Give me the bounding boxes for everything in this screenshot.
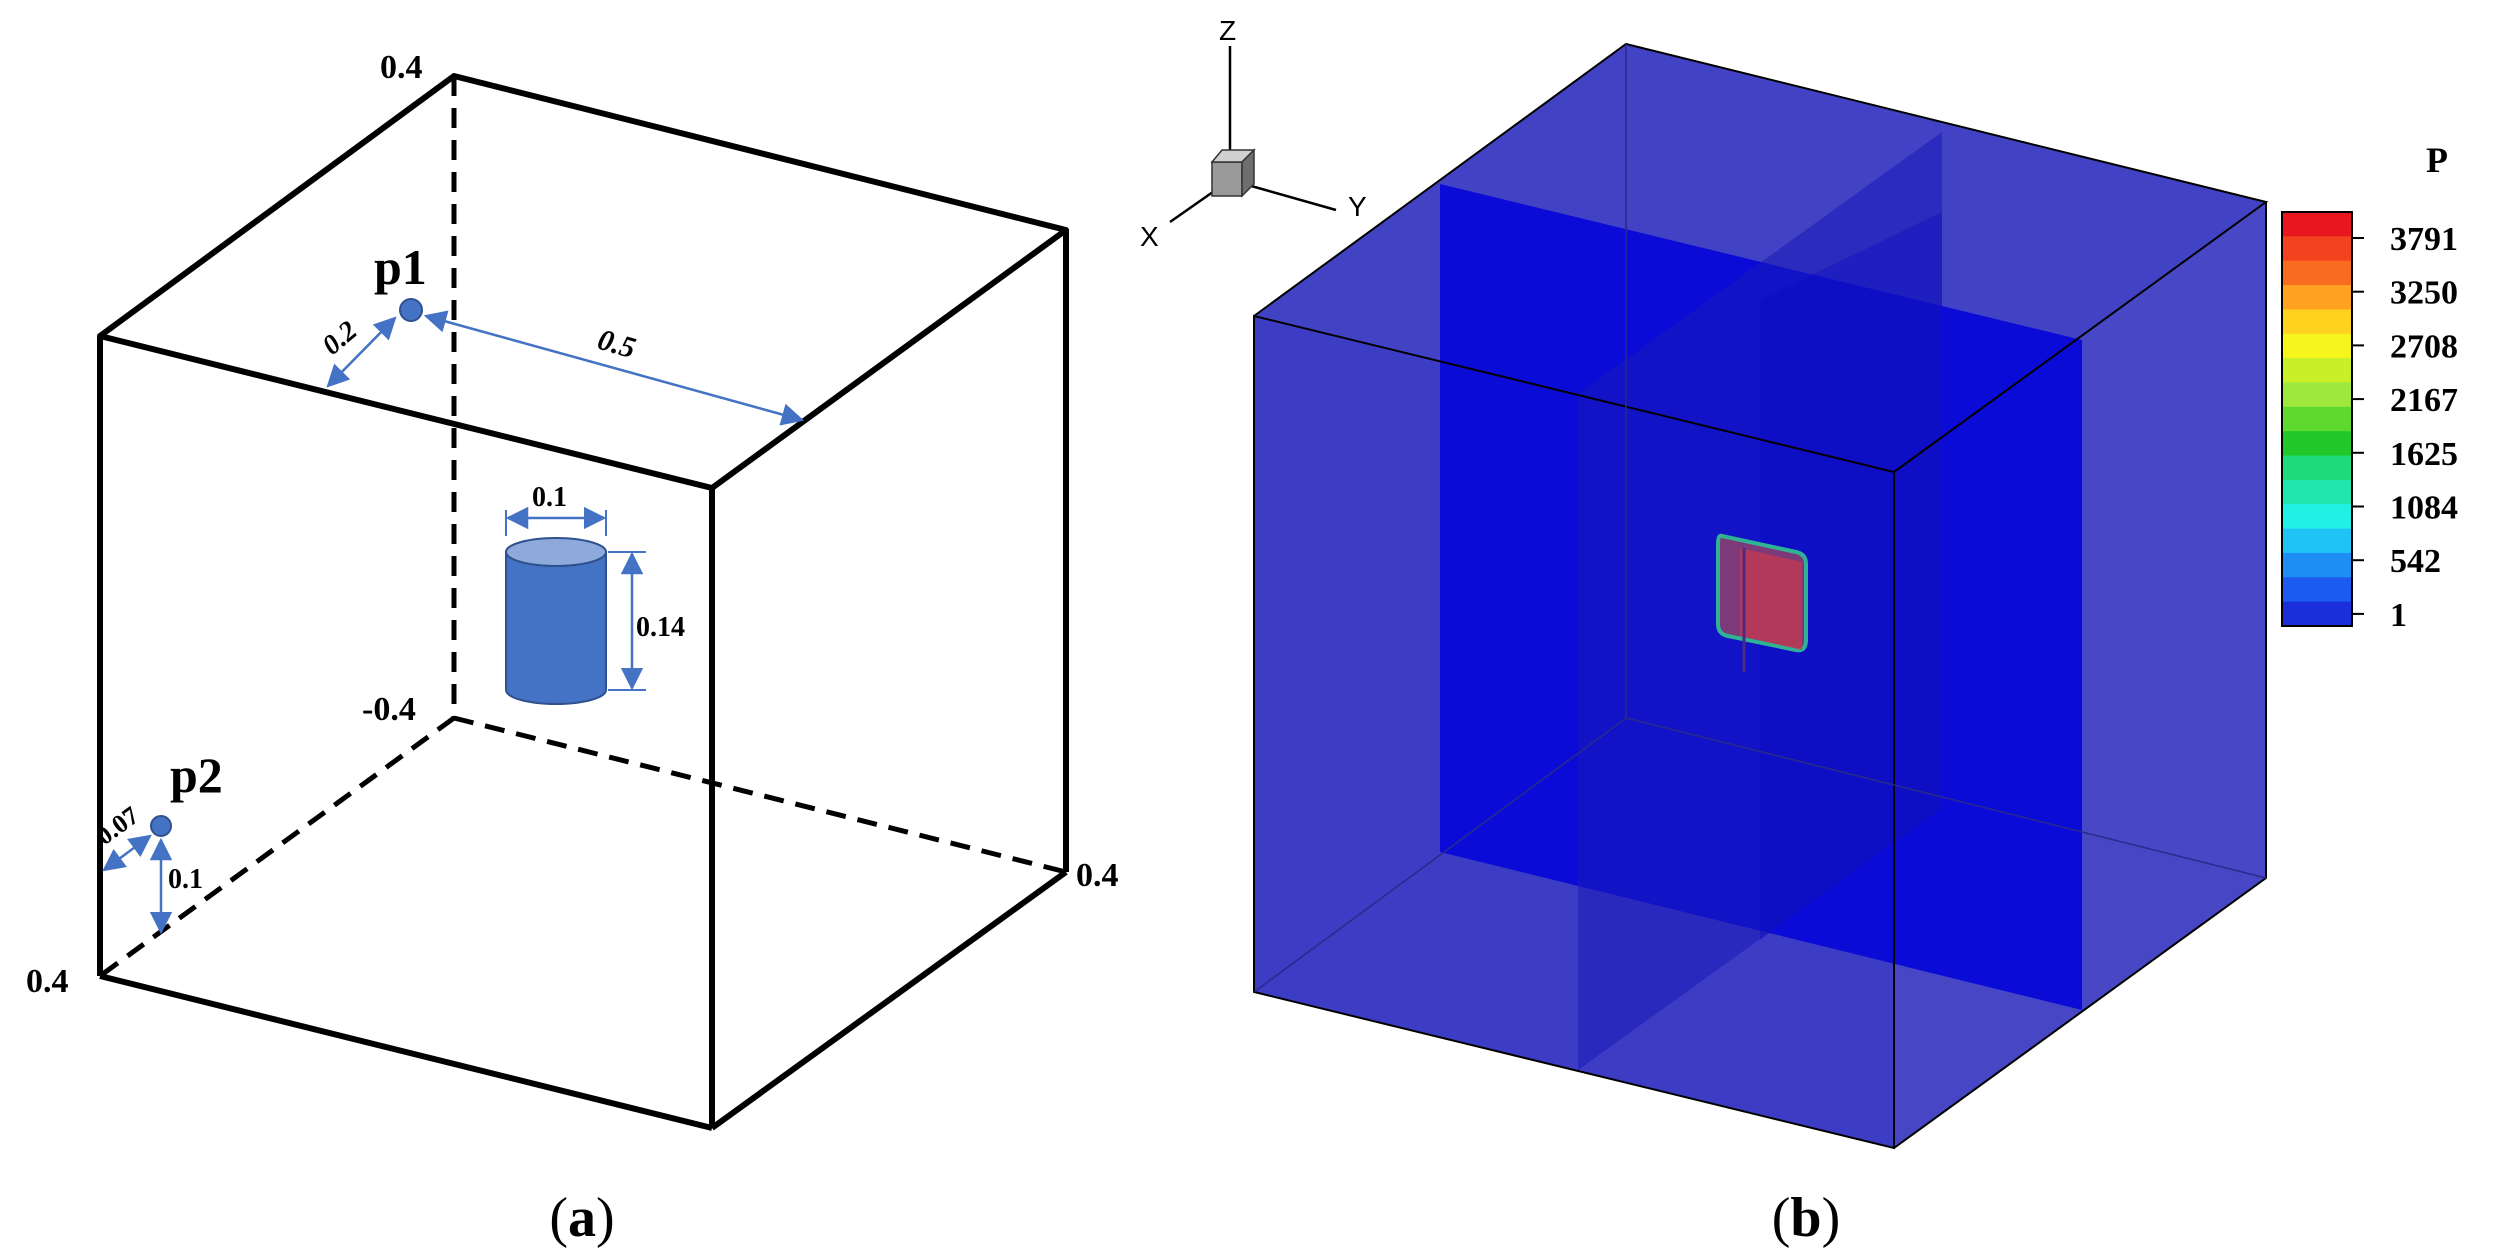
legend-band <box>2282 455 2352 481</box>
corner-label-inner-bottom: -0.4 <box>362 691 416 728</box>
caption-a-open: ( <box>549 1187 568 1249</box>
dim-label-p2-down: 0.1 <box>168 864 203 895</box>
legend-band <box>2282 260 2352 286</box>
legend-band <box>2282 479 2352 505</box>
legend-title: P <box>2426 140 2448 180</box>
cube-visible-edges <box>97 73 1069 1131</box>
dim-label-p1-left: 0.2 <box>317 315 364 361</box>
legend-band <box>2282 406 2352 432</box>
dim-label-diameter: 0.1 <box>532 482 567 513</box>
axis-cube-icon <box>1210 148 1256 198</box>
legend-band <box>2282 552 2352 578</box>
legend-band <box>2282 309 2352 335</box>
cylinder-obstacle <box>505 537 607 705</box>
point-p1-marker <box>399 298 423 322</box>
legend-tick-label: 2708 <box>2390 328 2458 365</box>
legend-band <box>2282 212 2352 237</box>
dim-arrow-p2-left <box>102 834 152 872</box>
legend-tick-label: 2167 <box>2390 382 2458 419</box>
corner-label-right: 0.4 <box>1076 857 1119 894</box>
caption-b-open: ( <box>1772 1187 1791 1249</box>
caption-a-close: ) <box>596 1187 615 1249</box>
legend-band <box>2282 382 2352 408</box>
domain-hidden-edges <box>1253 44 2267 993</box>
legend-band <box>2282 431 2352 457</box>
pressure-source-patch <box>1716 533 1808 672</box>
dim-label-p1-right: 0.5 <box>594 323 639 365</box>
axis-triad <box>1169 46 1337 224</box>
point-p2-label: p2 <box>170 747 223 803</box>
point-p1-label: p1 <box>374 239 427 295</box>
legend-band <box>2282 358 2352 383</box>
cube-hidden-edges <box>98 76 1067 979</box>
legend-band <box>2282 528 2352 554</box>
legend-band <box>2282 333 2352 359</box>
point-p2-marker <box>150 815 172 837</box>
caption-b-letter: b <box>1790 1187 1821 1249</box>
legend-band <box>2282 601 2352 627</box>
legend-tick-label: 1 <box>2390 597 2407 634</box>
legend-colorbar-frame <box>2281 211 2353 627</box>
mid-plane-x-overlap <box>1760 212 1942 940</box>
axis-label-y: Y <box>1348 191 1367 222</box>
corner-label-top: 0.4 <box>380 49 423 86</box>
legend-band <box>2282 236 2352 262</box>
caption-b: (b) <box>1772 1187 1840 1249</box>
legend-tick-labels: 3791 3250 2708 2167 1625 1084 542 1 <box>2352 221 2458 634</box>
panel-b: Z Y X <box>1140 15 2458 1249</box>
axis-label-x: X <box>1140 221 1159 252</box>
legend-tick-label: 3250 <box>2390 275 2458 312</box>
caption-a-letter: a <box>568 1187 596 1249</box>
dim-arrow-p1-left <box>326 316 397 388</box>
panel-a: 0.4 -0.4 0.4 0.4 p1 0.2 0.5 0.1 0.14 p2 <box>26 49 1119 1249</box>
dim-label-height: 0.14 <box>636 612 685 643</box>
axis-label-z: Z <box>1219 15 1236 46</box>
legend-colorbar <box>2282 212 2352 627</box>
legend-tick-label: 3791 <box>2390 221 2458 258</box>
legend-tick-label: 1625 <box>2390 436 2458 473</box>
legend-band <box>2282 285 2352 310</box>
legend-band <box>2282 504 2352 530</box>
legend-tick-label: 1084 <box>2390 490 2458 527</box>
corner-label-front-left: 0.4 <box>26 963 69 1000</box>
caption-a: (a) <box>549 1187 614 1249</box>
dim-arrow-p1-right <box>423 310 805 426</box>
caption-b-close: ) <box>1822 1187 1841 1249</box>
legend-tick-label: 542 <box>2390 543 2441 580</box>
legend-band <box>2282 577 2352 603</box>
